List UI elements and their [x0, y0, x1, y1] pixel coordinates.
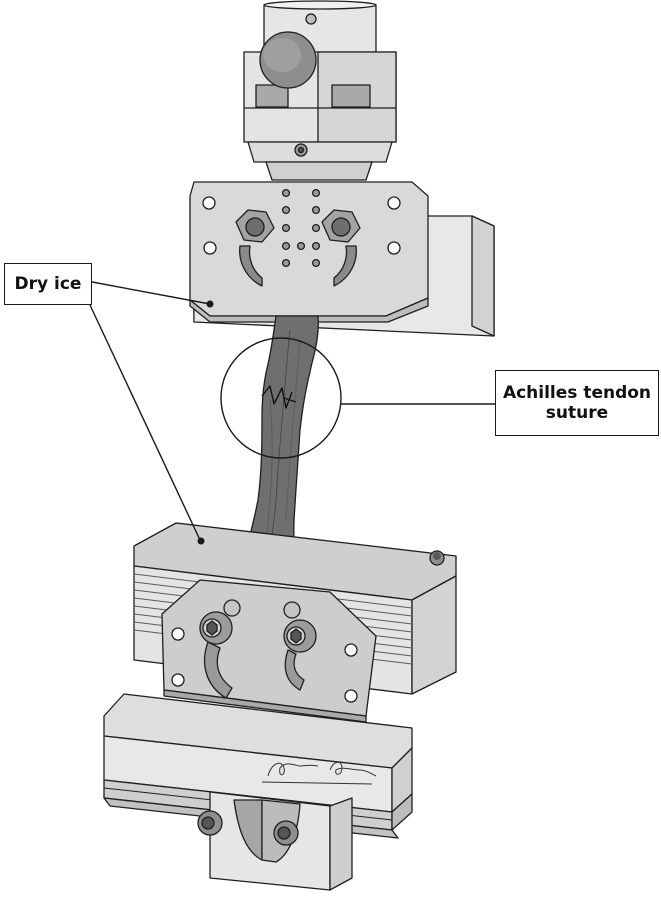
upper-clamp-plate — [189, 181, 429, 323]
leader-dot-lower — [197, 537, 205, 545]
upper-hex-bolt-right — [321, 209, 361, 243]
mount-bolt-left — [197, 810, 223, 836]
upper-actuator-coupling — [243, 0, 397, 181]
achilles-tendon-suture-label: Achilles tendon suture — [495, 370, 659, 436]
lower-bolt-left — [199, 611, 233, 645]
suture-highlight-circle — [220, 337, 342, 459]
dry-ice-label: Dry ice — [4, 263, 92, 305]
leader-dot-upper — [206, 300, 214, 308]
suture-stitches — [261, 385, 297, 409]
leader-dry-ice — [89, 281, 214, 545]
achilles-label-line-1: Achilles tendon — [502, 382, 652, 403]
upper-hex-bolt-left — [235, 209, 275, 243]
artist-signature — [261, 761, 377, 785]
lower-mount — [209, 791, 353, 891]
lower-bolt-right — [283, 619, 317, 653]
mount-bolt-right — [273, 820, 299, 846]
achilles-label-line-2: suture — [545, 403, 609, 423]
dry-ice-label-text: Dry ice — [14, 273, 82, 294]
